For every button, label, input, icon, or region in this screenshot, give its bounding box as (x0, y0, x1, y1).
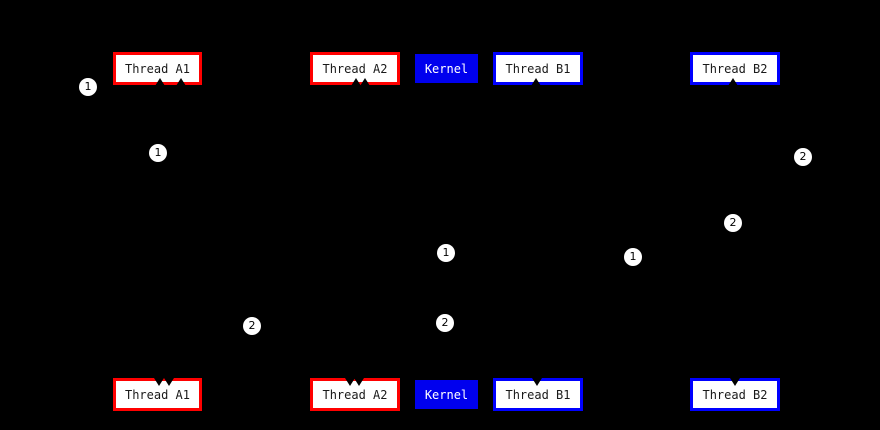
step-marker-1: 1 (79, 78, 97, 96)
arrowhead-notch-icon (155, 78, 165, 86)
kernel-box-bottom: Kernel (415, 380, 478, 409)
box-thread-a2-bottom-label: Thread A2 (322, 387, 388, 402)
arrowhead-notch-icon (730, 378, 740, 386)
step-marker-3: 2 (794, 148, 812, 166)
box-thread-a1-top-label: Thread A1 (124, 61, 191, 76)
kernel-box-top-label: Kernel (424, 61, 469, 76)
box-thread-b2-bottom-label: Thread B2 (702, 387, 768, 402)
step-marker-8: 2 (436, 314, 454, 332)
arrowhead-notch-icon (176, 78, 186, 86)
kernel-box-bottom-label: Kernel (424, 387, 469, 402)
step-marker-5: 1 (437, 244, 455, 262)
box-thread-a1-bottom-label: Thread A1 (124, 387, 191, 402)
arrowhead-notch-icon (154, 378, 164, 386)
arrowhead-notch-icon (531, 78, 541, 86)
step-marker-2: 1 (149, 144, 167, 162)
arrowhead-notch-icon (351, 78, 361, 86)
box-thread-b1-bottom-label: Thread B1 (505, 387, 571, 402)
arrowhead-notch-icon (164, 378, 174, 386)
arrowhead-notch-icon (354, 378, 364, 386)
step-marker-4: 2 (724, 214, 742, 232)
box-thread-a2-top-label: Thread A2 (322, 61, 388, 76)
step-marker-6: 1 (624, 248, 642, 266)
arrowhead-notch-icon (728, 78, 738, 86)
kernel-box-top: Kernel (415, 54, 478, 83)
step-marker-7: 2 (243, 317, 261, 335)
box-thread-b2-top-label: Thread B2 (702, 61, 768, 76)
arrowhead-notch-icon (360, 78, 370, 86)
arrowhead-notch-icon (532, 378, 542, 386)
arrowhead-notch-icon (345, 378, 355, 386)
box-thread-b1-top-label: Thread B1 (505, 61, 571, 76)
